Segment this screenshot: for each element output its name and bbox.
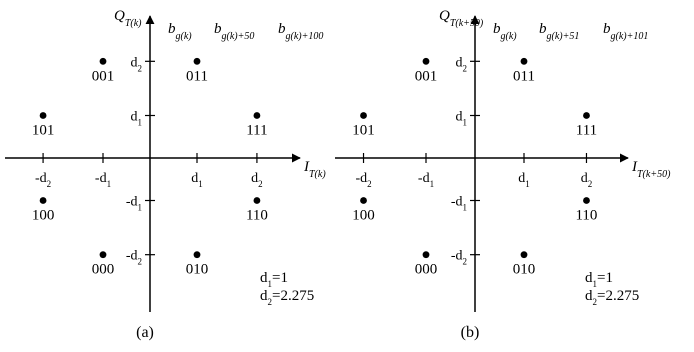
x-tick-label: -d1 [418, 171, 434, 189]
x-tick-label: d1 [518, 171, 530, 189]
panel-caption: (a) [136, 324, 154, 341]
y-tick-label: -d1 [126, 195, 142, 213]
constellation-point [39, 112, 47, 119]
y-axis-title: QT(k) [114, 8, 142, 29]
constellation-point [193, 57, 201, 65]
point-label: 101 [32, 123, 55, 139]
x-tick-label: -d2 [35, 171, 51, 189]
constellation-point [422, 57, 430, 65]
point-label: 000 [92, 262, 115, 278]
y-tick-label: d1 [456, 110, 468, 128]
constellation-point [520, 57, 528, 65]
parameter-note: d2=2.275 [260, 288, 314, 307]
constellation-point [583, 112, 590, 119]
x-tick-label: -d1 [95, 171, 111, 189]
bit-header-2: bg(k)+101 [603, 21, 648, 42]
point-label: 000 [415, 262, 438, 278]
point-label: 100 [32, 208, 55, 224]
parameter-note: d1=1 [585, 270, 613, 289]
point-label: 001 [92, 68, 115, 84]
constellation-point [253, 112, 261, 119]
point-label: 110 [246, 208, 268, 224]
point-label: 111 [246, 123, 267, 139]
x-axis-title: IT(k) [303, 159, 326, 180]
bit-header-0: bg(k) [168, 21, 192, 42]
constellation-point [583, 197, 590, 204]
y-tick-label: -d1 [451, 195, 467, 213]
constellation-point [360, 197, 367, 204]
constellation-point [253, 197, 261, 204]
y-axis-title: QT(k+50) [439, 8, 484, 29]
constellation-point [422, 251, 430, 259]
panel-a: QT(k) IT(k) bg(k) bg(k)+50 bg(k)+100 -d2 -d1 d1… [5, 8, 326, 341]
point-label: 101 [352, 123, 375, 139]
bit-header-2: bg(k)+100 [278, 21, 323, 42]
x-axis-title: IT(k+50) [631, 159, 671, 180]
constellation-point [520, 251, 528, 259]
y-tick-label: -d2 [451, 249, 467, 267]
parameter-note: d2=2.275 [585, 288, 639, 307]
point-label: 111 [576, 123, 597, 139]
constellation-point [193, 251, 201, 259]
y-tick-label: d2 [456, 55, 468, 73]
panel-b: QT(k+50) IT(k+50) bg(k) bg(k)+51 bg(k)+101 -d… [335, 8, 671, 341]
point-label: 100 [352, 208, 375, 224]
x-tick-label: d2 [251, 171, 263, 189]
x-tick-label: d1 [191, 171, 203, 189]
bit-header-1: bg(k)+50 [214, 21, 254, 42]
constellation-point [99, 57, 107, 65]
point-label: 001 [415, 68, 438, 84]
parameter-note: d1=1 [260, 270, 288, 289]
bit-header-1: bg(k)+51 [539, 21, 579, 42]
point-label: 010 [186, 262, 209, 278]
panel-caption: (b) [461, 324, 480, 341]
y-tick-label: -d2 [126, 249, 142, 267]
point-label: 011 [186, 68, 208, 84]
x-tick-label: -d2 [355, 171, 371, 189]
y-tick-label: d2 [131, 55, 143, 73]
bit-header-0: bg(k) [493, 21, 517, 42]
constellation-point [39, 197, 47, 204]
point-label: 110 [575, 208, 597, 224]
constellation-point [99, 251, 107, 259]
point-label: 010 [513, 262, 536, 278]
y-tick-label: d1 [131, 110, 143, 128]
point-label: 011 [513, 68, 535, 84]
constellation-point [360, 112, 367, 119]
x-tick-label: d2 [581, 171, 593, 189]
